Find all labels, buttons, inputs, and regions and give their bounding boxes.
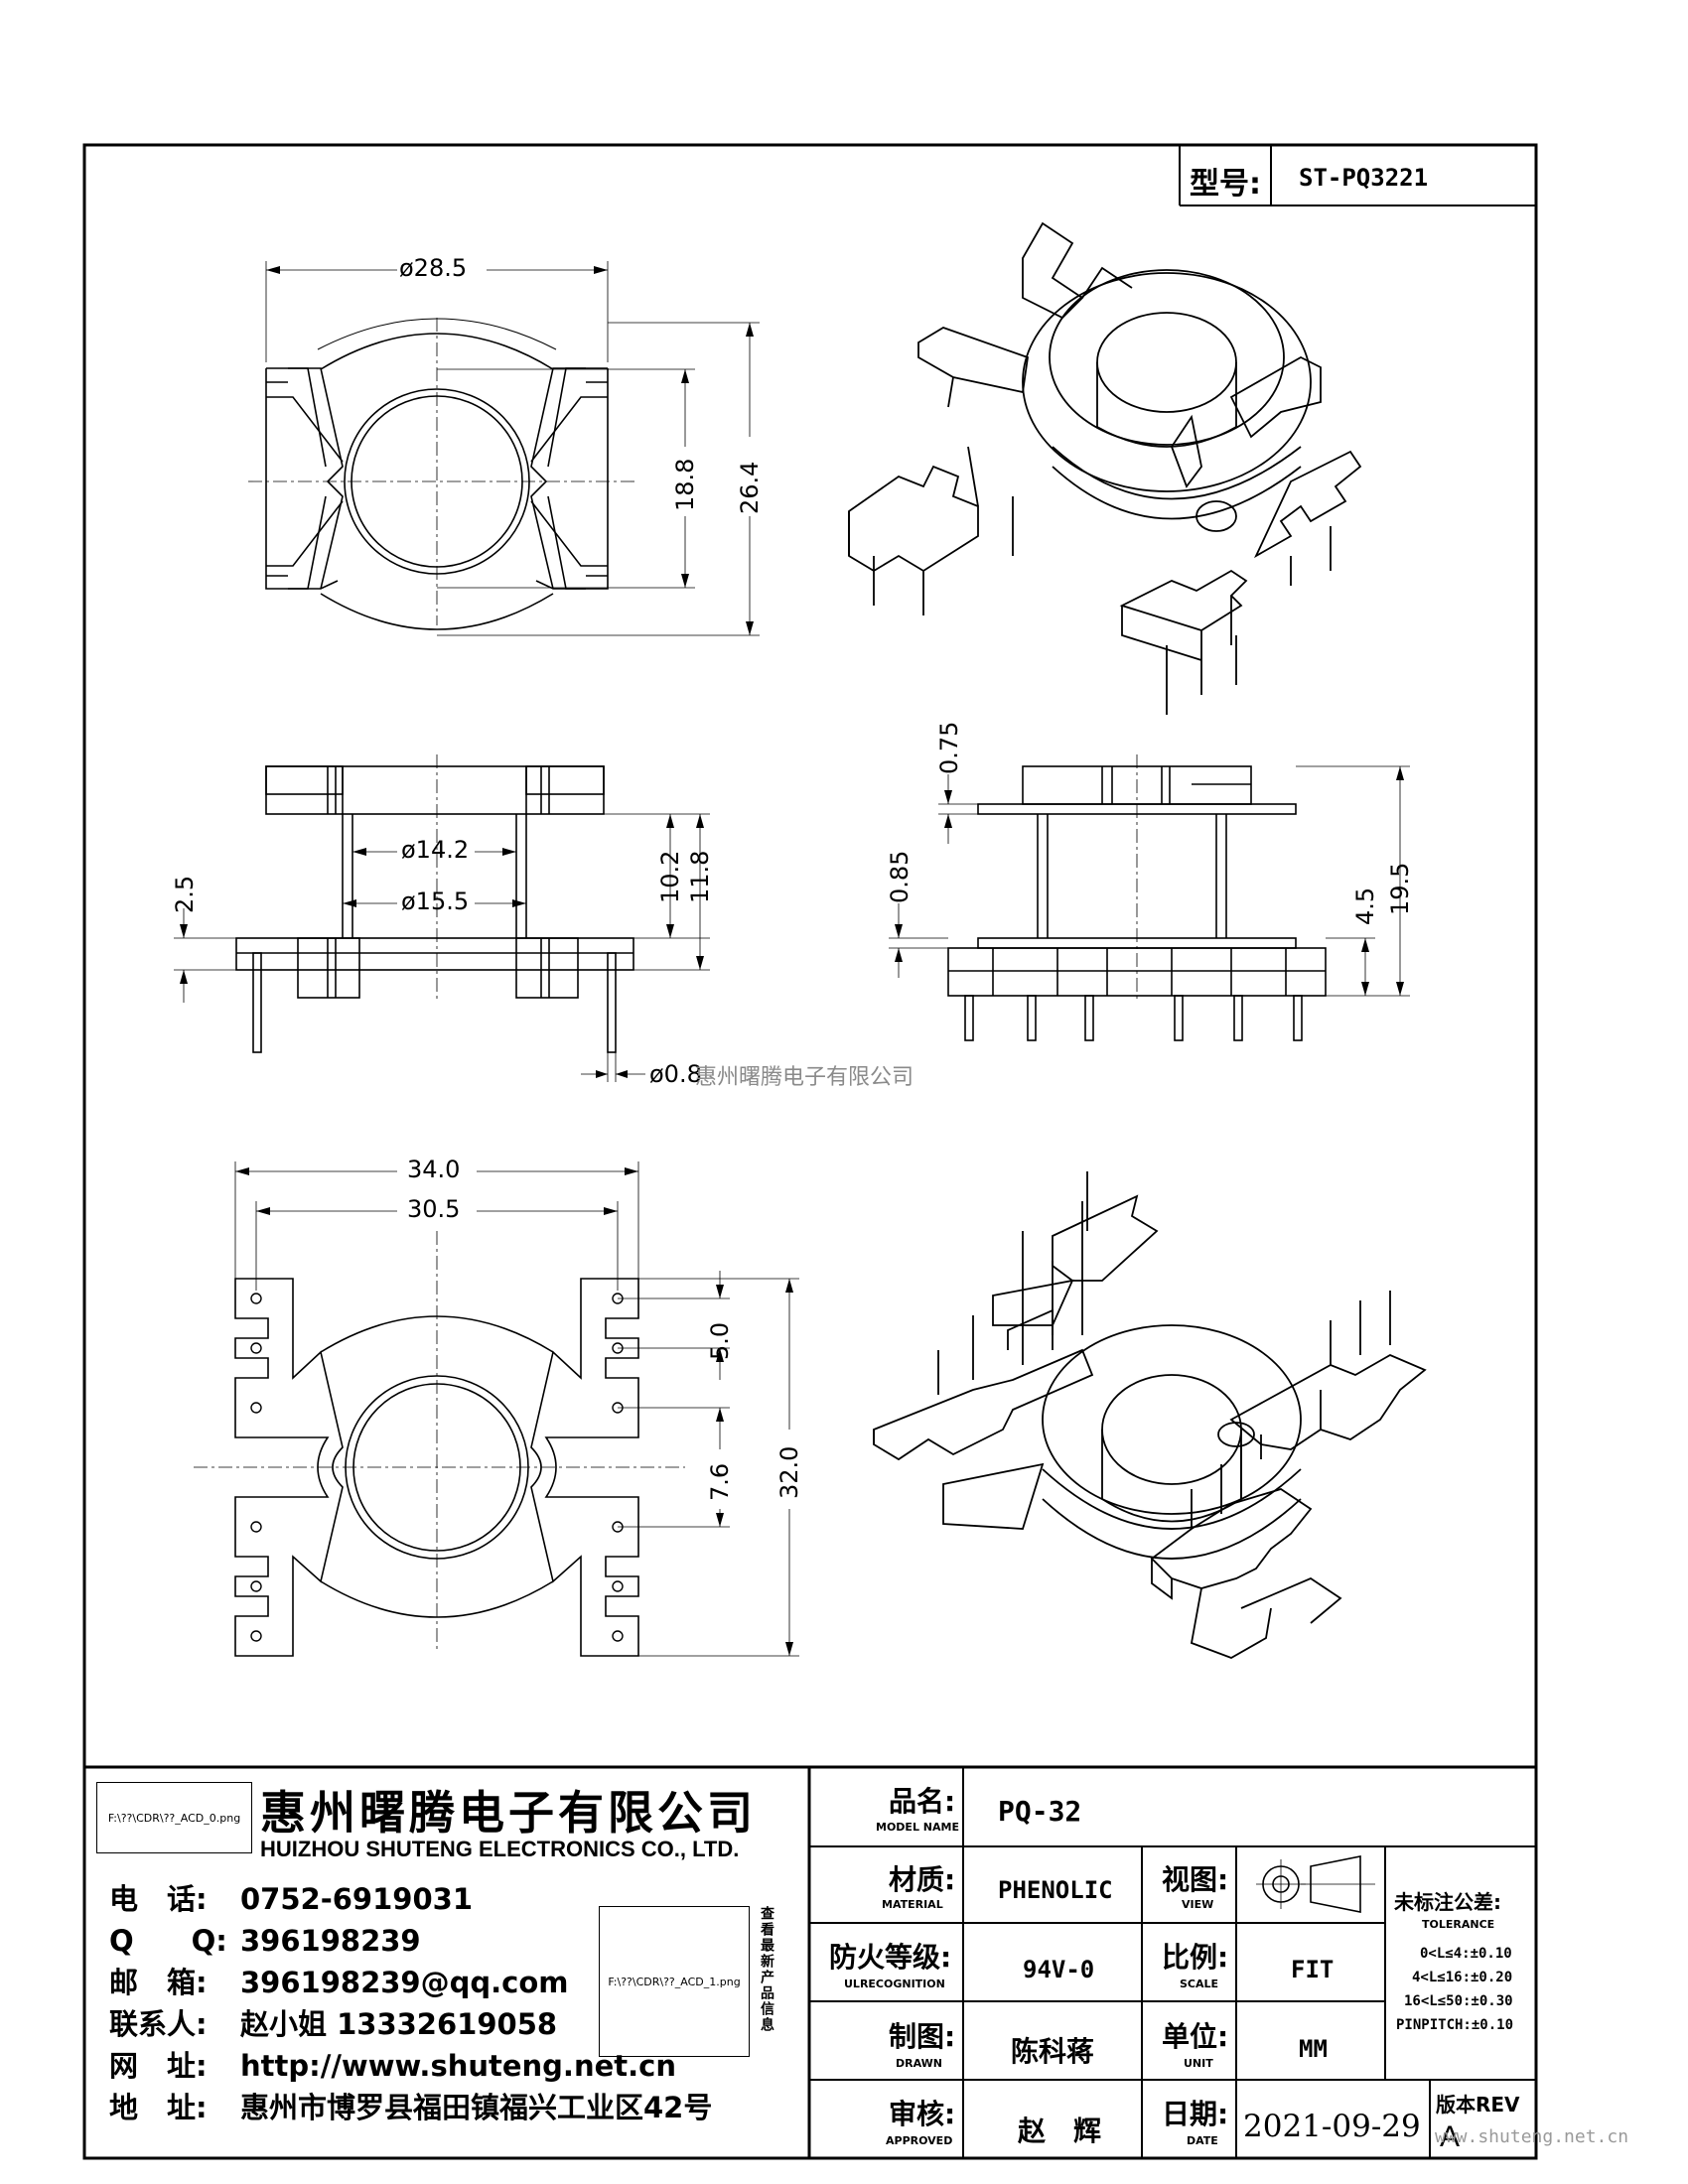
tolerance-title: 未标注公差: <box>1394 1890 1501 1914</box>
iso-view-bottom <box>873 1171 1427 1659</box>
watermark-company: 惠州曙腾电子有限公司 <box>695 1064 914 1089</box>
scale-value: FIT <box>1291 1956 1335 1983</box>
contact-phone: 电 话: 0752-6919031 <box>109 1876 473 1918</box>
unit-label: 单位: <box>1162 2020 1229 2053</box>
dim-32-0: 32.0 <box>775 1445 803 1499</box>
dim-5-0: 5.0 <box>706 1321 734 1360</box>
company-name-en: HUIZHOU SHUTENG ELECTRONICS CO., LTD. <box>260 1837 740 1861</box>
contact-website: 网 址: http://www.shuteng.net.cn <box>109 2043 676 2085</box>
dim-0-85: 0.85 <box>886 850 914 903</box>
approved-label-en: APPROVED <box>886 2134 953 2147</box>
contact-label: 网 址: <box>109 2049 208 2083</box>
model-label: 型号: <box>1190 167 1261 202</box>
dim-dia-15-5: ø15.5 <box>401 887 470 915</box>
dim-19-5: 19.5 <box>1386 862 1414 915</box>
rev-value: A <box>1440 2120 1461 2153</box>
contact-value: 0752-6919031 <box>240 1882 473 1916</box>
contact-person: 联系人: 赵小姐 13332619058 <box>109 2001 557 2043</box>
approved-label: 审核: <box>889 2098 956 2130</box>
dim-4-5: 4.5 <box>1351 887 1379 925</box>
scale-label-en: SCALE <box>1180 1978 1219 1990</box>
rev-label: 版本REV <box>1436 2093 1520 2116</box>
bottom-view <box>194 1161 799 1657</box>
contact-qq: Q Q: 396198239 <box>109 1918 421 1960</box>
tolerance-row: 4<L≤16:±0.20 <box>1412 1970 1513 1985</box>
drawn-label-en: DRAWN <box>896 2057 942 2070</box>
side-view-right <box>889 754 1410 1041</box>
tolerance-row: 16<L≤50:±0.30 <box>1404 1993 1513 2009</box>
drawn-value: 陈科蒋 <box>1011 2035 1095 2068</box>
model-number: ST-PQ3221 <box>1299 164 1429 192</box>
drawn-label: 制图: <box>889 2020 956 2053</box>
date-value: 2021-09-29 <box>1243 2109 1421 2144</box>
dim-26-4: 26.4 <box>736 461 764 514</box>
product-value: PQ-32 <box>998 1795 1082 1828</box>
dim-34-0: 34.0 <box>407 1156 461 1183</box>
tolerance-row: 0<L≤4:±0.10 <box>1420 1946 1512 1962</box>
product-label: 品名: <box>889 1785 956 1818</box>
date-label-en: DATE <box>1187 2134 1218 2147</box>
material-value: PHENOLIC <box>998 1876 1113 1904</box>
contact-value: 396198239 <box>240 1924 421 1958</box>
unit-value: MM <box>1299 2035 1328 2063</box>
fire-label: 防火等级: <box>829 1941 952 1974</box>
side-view-left <box>174 754 710 1082</box>
dim-10-2: 10.2 <box>656 850 684 903</box>
dim-11-8: 11.8 <box>686 850 714 903</box>
contact-label: 地 址: <box>109 2091 208 2124</box>
tolerance-row: PINPITCH:±0.10 <box>1396 2017 1514 2033</box>
date-label: 日期: <box>1162 2098 1229 2130</box>
dim-pin-dia: ø0.8 <box>649 1060 702 1088</box>
contact-label: 邮 箱: <box>109 1966 208 1999</box>
tolerance-title-en: TOLERANCE <box>1422 1918 1495 1931</box>
scale-label: 比例: <box>1162 1941 1229 1974</box>
projection-symbol <box>1256 1855 1375 1913</box>
dim-18-8: 18.8 <box>671 458 699 511</box>
material-label-en: MATERIAL <box>882 1898 943 1911</box>
approved-value: 赵 辉 <box>1018 2115 1102 2147</box>
contact-value: 赵小姐 13332619058 <box>240 2007 558 2041</box>
contact-value: 惠州市博罗县福田镇福兴工业区42号 <box>240 2091 713 2124</box>
dim-0-75: 0.75 <box>935 721 963 774</box>
fire-value: 94V-0 <box>1023 1956 1095 1983</box>
product-label-en: MODEL NAME <box>876 1821 959 1834</box>
dim-7-6: 7.6 <box>706 1462 734 1501</box>
contact-address: 地 址: 惠州市博罗县福田镇福兴工业区42号 <box>109 2085 712 2126</box>
qr-code: F:\??\CDR\??_ACD_1.png <box>599 1906 750 2057</box>
dim-30-5: 30.5 <box>407 1195 461 1223</box>
contact-label: 联系人: <box>109 2007 208 2041</box>
watermark-url: www.shuteng.net.cn <box>1435 2126 1629 2147</box>
dim-dia-14-2: ø14.2 <box>401 836 470 864</box>
qr-caption: 查看最新产品信息 <box>759 1906 774 2033</box>
top-view <box>248 261 760 636</box>
contact-value: 396198239@qq.com <box>240 1966 569 1999</box>
dim-2-5: 2.5 <box>171 875 199 913</box>
unit-label-en: UNIT <box>1184 2057 1213 2070</box>
contact-email: 邮 箱: 396198239@qq.com <box>109 1960 568 2001</box>
contact-label: Q Q: <box>109 1924 227 1958</box>
contact-label: 电 话: <box>109 1882 208 1916</box>
contact-value: http://www.shuteng.net.cn <box>240 2049 676 2083</box>
dim-dia-28-5: ø28.5 <box>399 254 468 282</box>
company-logo: F:\??\CDR\??_ACD_0.png <box>96 1782 252 1853</box>
iso-view-top <box>848 221 1362 715</box>
view-label: 视图: <box>1162 1863 1229 1896</box>
company-name-cn: 惠州曙腾电子有限公司 <box>260 1786 757 1840</box>
fire-label-en: ULRECOGNITION <box>844 1978 945 1990</box>
material-label: 材质: <box>889 1863 956 1896</box>
view-label-en: VIEW <box>1182 1898 1214 1911</box>
